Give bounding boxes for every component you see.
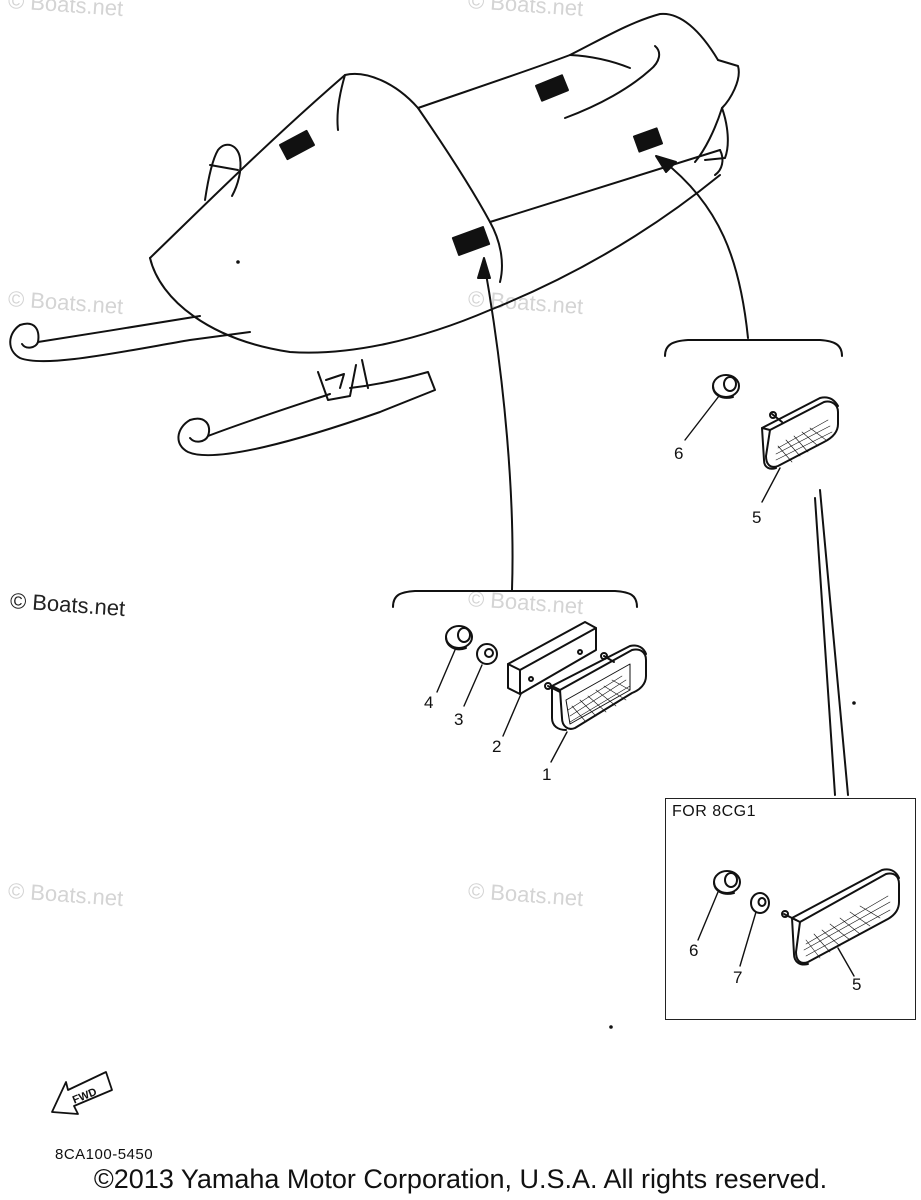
- callout-4: 4: [424, 693, 434, 712]
- callout-6: 6: [674, 444, 684, 463]
- snowmobile-illustration: [9, 12, 856, 1029]
- group-bracket: [392, 590, 638, 608]
- callout-1: 1: [542, 765, 552, 784]
- callout-3: 3: [454, 710, 464, 729]
- callout-6-inset: 6: [689, 941, 699, 960]
- callout-leaders: [436, 395, 855, 977]
- inset-title: FOR 8CG1: [672, 803, 757, 820]
- fwd-arrow-icon: FWD: [51, 1071, 113, 1115]
- diagram-code: 8CA100-5450: [55, 1146, 154, 1163]
- leader-arrows: [477, 155, 849, 796]
- copyright-text: ©2013 Yamaha Motor Corporation, U.S.A. A…: [93, 1164, 828, 1194]
- callout-2: 2: [492, 737, 502, 756]
- reflector-parts-group-1: [445, 621, 647, 731]
- inset-parts: [713, 868, 900, 966]
- callout-5: 5: [752, 508, 762, 527]
- group-bracket: [664, 339, 843, 357]
- inset-box: FOR 8CG1: [665, 798, 916, 1020]
- callout-7-inset: 7: [733, 968, 743, 987]
- callout-5-inset: 5: [852, 975, 862, 994]
- reflector-parts-group-2: [712, 374, 839, 470]
